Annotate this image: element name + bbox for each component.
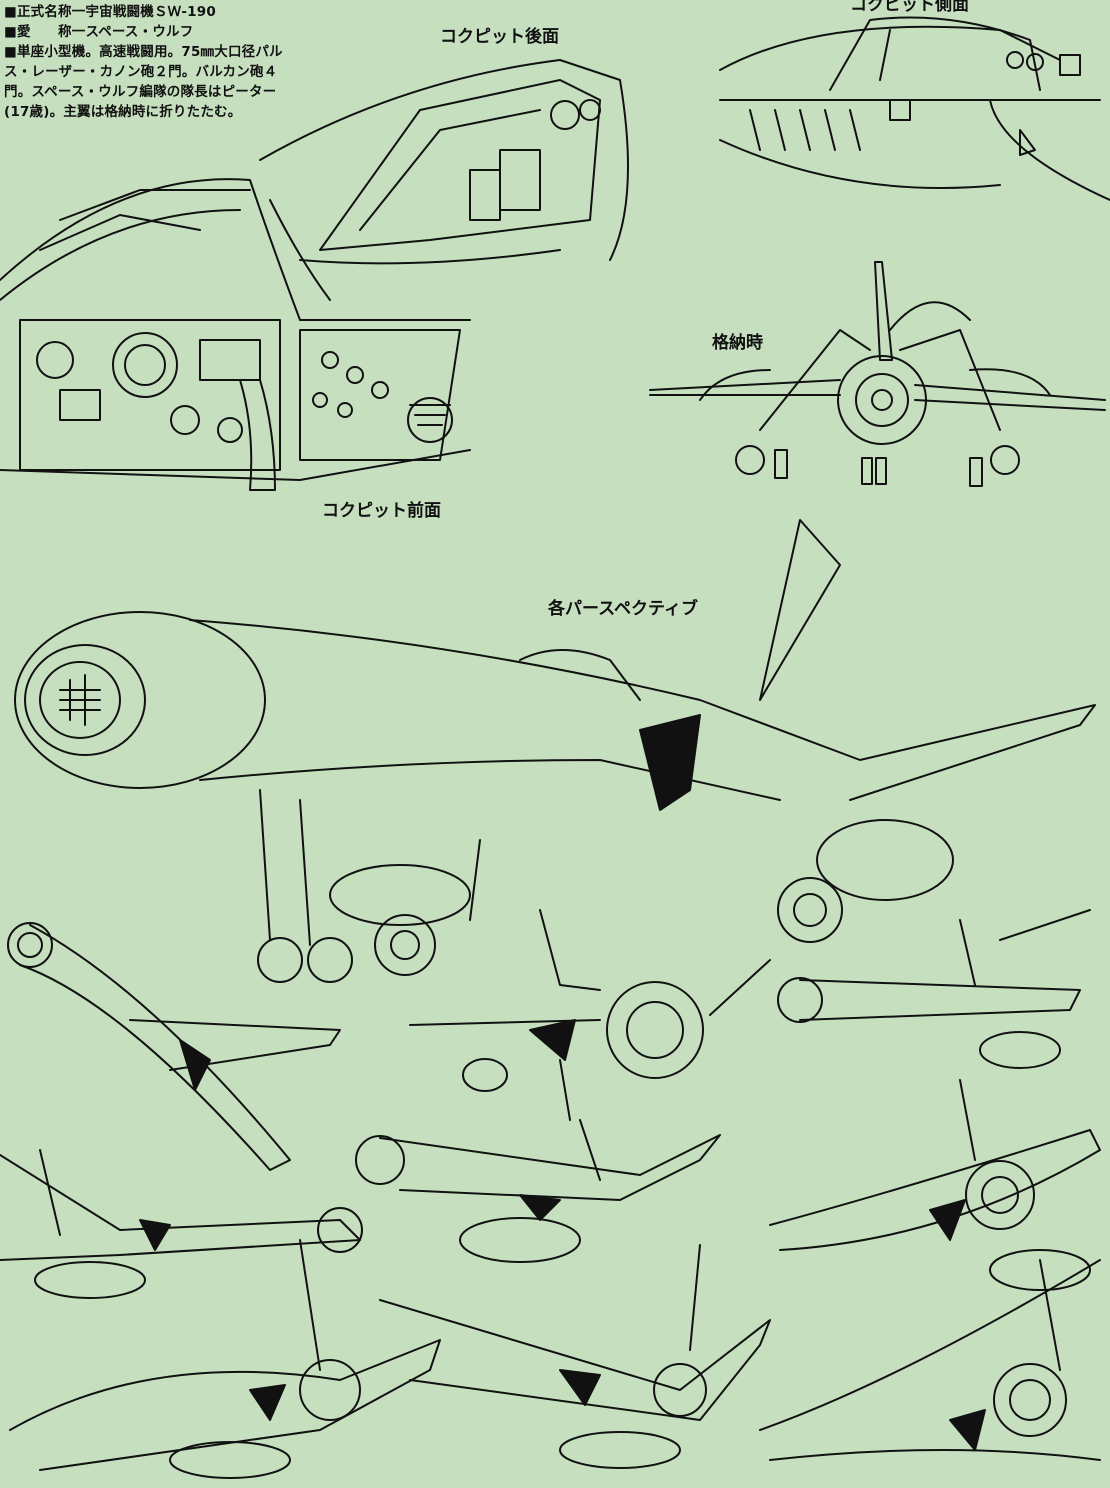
spec-line-2: ■愛 称一スペース・ウルフ bbox=[4, 24, 194, 40]
spec-line-1: ■正式名称一宇宙戦闘機ＳＷ-190 bbox=[4, 4, 216, 20]
label-cockpit-rear: コクピット後面 bbox=[440, 27, 559, 47]
spec-text-block: ■正式名称一宇宙戦闘機ＳＷ-190 ■愛 称一スペース・ウルフ ■単座小型機。高… bbox=[4, 2, 364, 122]
perspective-thumb-8 bbox=[379, 1244, 771, 1469]
spec-line-3: ■単座小型機。高速戦闘用。75㎜大口径パル bbox=[4, 44, 283, 60]
perspective-thumb-6 bbox=[769, 1079, 1101, 1291]
perspective-thumb-9 bbox=[759, 1259, 1101, 1461]
label-cockpit-front: コクピット前面 bbox=[322, 501, 441, 521]
perspective-thumb-7 bbox=[9, 1239, 441, 1479]
spec-line-5: 門。スペース・ウルフ編隊の隊長はピーター bbox=[4, 84, 277, 100]
label-perspectives: 各パースペクティブ bbox=[548, 599, 698, 619]
label-stowed: 格納時 bbox=[712, 333, 763, 353]
perspective-thumb-3 bbox=[777, 909, 1091, 1069]
perspective-thumb-1 bbox=[7, 922, 341, 1171]
cockpit-rear-sketch bbox=[259, 59, 629, 301]
perspective-thumb-2 bbox=[409, 909, 771, 1121]
spec-line-6: (17歳)。主翼は格納時に折りたたむ。 bbox=[4, 104, 242, 120]
cockpit-side-sketch bbox=[719, 16, 1110, 201]
cockpit-front-sketch bbox=[0, 178, 471, 491]
main-fighter-illustration bbox=[14, 519, 1096, 983]
spec-line-4: ス・レーザー・カノン砲２門。バルカン砲４ bbox=[4, 64, 278, 80]
perspective-thumb-4 bbox=[355, 1119, 721, 1263]
perspective-thumb-5 bbox=[0, 1149, 363, 1299]
label-cockpit-side: コクピット側面 bbox=[850, 0, 969, 15]
stowed-front-view bbox=[649, 261, 1106, 487]
